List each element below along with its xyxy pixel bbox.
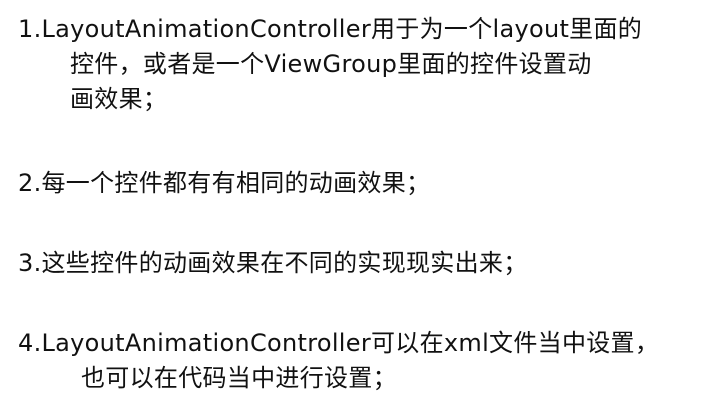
point-4-line-1: 4.LayoutAnimationController可以在xml文件当中设置， (18, 329, 660, 357)
point-2-line-1: 2.每一个控件都有有相同的动画效果； (18, 169, 431, 197)
point-4: 4.LayoutAnimationController可以在xml文件当中设置，… (18, 326, 716, 396)
point-4-line-2: 也可以在代码当中进行设置； (81, 364, 397, 392)
point-1-line-3: 画效果； (70, 85, 168, 113)
point-1-line-1: 1.LayoutAnimationController用于为一个layout里面… (18, 15, 643, 43)
point-3: 3.这些控件的动画效果在不同的实现现实出来； (18, 246, 716, 281)
point-1-line-2: 控件，或者是一个ViewGroup里面的控件设置动 (70, 50, 592, 78)
point-3-line-1: 3.这些控件的动画效果在不同的实现现实出来； (18, 249, 528, 277)
point-2: 2.每一个控件都有有相同的动画效果； (18, 166, 716, 201)
point-1: 1.LayoutAnimationController用于为一个layout里面… (18, 12, 716, 117)
